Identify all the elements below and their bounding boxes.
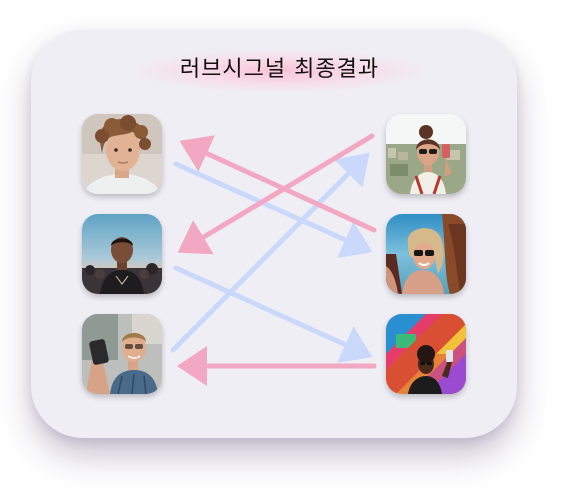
- arrow-right1-to-left2: [177, 133, 375, 255]
- right-photo-3[interactable]: [386, 314, 466, 394]
- man-at-sunset-crowd-portrait-icon: [82, 214, 162, 294]
- right-photo-2[interactable]: [386, 214, 466, 294]
- man-selfie-with-phone-portrait-icon: [82, 314, 162, 394]
- arrow-left2-to-right3: [173, 265, 373, 363]
- title-highlight: [137, 50, 422, 92]
- woman-sunglasses-beach-portrait-icon: [386, 214, 466, 294]
- arrow-left3-to-right1: [170, 152, 370, 353]
- curly-haired-man-portrait-icon: [82, 114, 162, 194]
- woman-selfie-cityscape-portrait-icon: [386, 114, 466, 194]
- page-title: 러브시그널 최종결과: [179, 57, 380, 82]
- arrow-right1-to-left1: [179, 135, 377, 233]
- left-photo-3[interactable]: [82, 314, 162, 394]
- left-photo-1[interactable]: [82, 114, 162, 194]
- left-photo-2[interactable]: [82, 214, 162, 294]
- right-photo-1[interactable]: [386, 114, 466, 194]
- woman-colorful-wall-selfie-portrait-icon: [386, 314, 466, 394]
- arrow-left1-to-right2: [173, 161, 373, 259]
